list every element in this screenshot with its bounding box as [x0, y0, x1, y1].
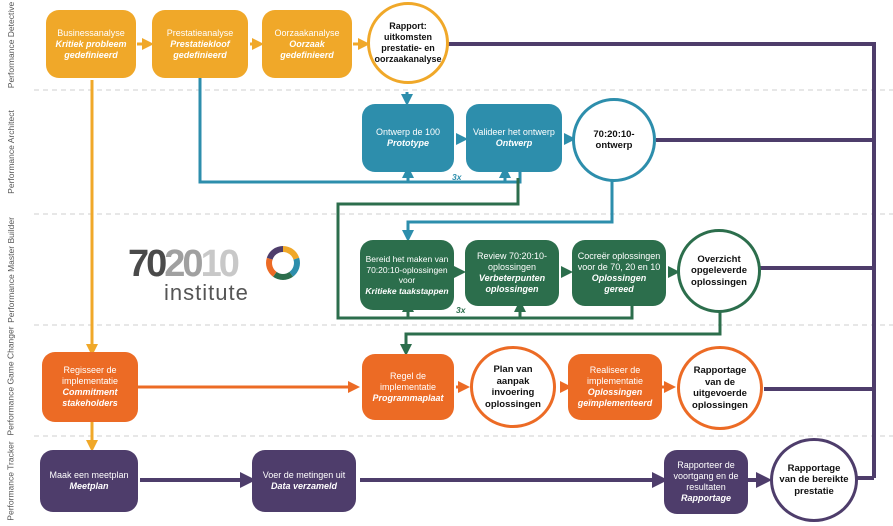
step-title: Bereid het maken van 70:20:10-oplossinge…: [365, 254, 449, 285]
step-realiseer-implementatie[interactable]: Realiseer de implementatie Oplossingen g…: [568, 354, 662, 420]
result-overzicht-oplossingen[interactable]: Overzicht opgeleverde oplossingen: [677, 229, 761, 313]
step-oorzaakanalyse[interactable]: Oorzaakanalyse Oorzaak gedefinieerd: [262, 10, 352, 78]
step-rapporteer-voortgang[interactable]: Rapporteer de voortgang en de resultaten…: [664, 450, 748, 514]
plan-van-aanpak[interactable]: Plan van aanpak invoering oplossingen: [470, 346, 556, 428]
result-rapportage-bereikte-prestatie[interactable]: Rapportage van de bereikte prestatie: [770, 438, 858, 522]
step-valideer-ontwerp[interactable]: Valideer het ontwerp Ontwerp: [466, 104, 562, 172]
step-subtitle: Kritiek probleem gedefinieerd: [55, 38, 127, 60]
step-regisseer-implementatie[interactable]: Regisseer de implementatie Commitment st…: [42, 352, 138, 422]
step-subtitle: Oplossingen gereed: [591, 273, 647, 294]
step-review-oplossingen[interactable]: Review 70:20:10-oplossingen Verbeterpunt…: [465, 240, 559, 306]
step-subtitle: Oplossingen geïmplementeerd: [577, 387, 653, 408]
step-title: Cocreër oplossingen voor de 70, 20 en 10: [577, 251, 661, 272]
step-title: Maak een meetplan: [49, 470, 129, 480]
green-lines: [336, 178, 722, 356]
logo-10: 10: [200, 243, 240, 285]
step-title: Ontwerp de 100: [375, 127, 441, 137]
step-title: Valideer het ontwerp: [473, 127, 555, 137]
step-subtitle: Programmaplaat: [372, 392, 444, 403]
lane-label-master-builder: Performance Master Builder: [6, 216, 17, 323]
logo-70: 70: [128, 243, 167, 285]
yellow-lines: [86, 38, 370, 452]
step-title: Rapporteer de voortgang en de resultaten: [673, 460, 739, 492]
step-title: Regisseer de implementatie: [61, 365, 119, 386]
lane-label-detective: Performance Detective: [6, 1, 17, 89]
step-subtitle: Prototype: [386, 138, 429, 148]
loop-label-architect: 3x: [452, 172, 462, 182]
step-title: Realiseer de implementatie: [586, 365, 644, 386]
702010-institute-logo: 702010 institute: [128, 244, 303, 306]
purple-lines: [140, 42, 876, 488]
step-subtitle: Rapportage: [680, 493, 731, 503]
step-subtitle: Kritieke taakstappen: [365, 285, 449, 296]
step-ontwerp-de-100[interactable]: Ontwerp de 100 Prototype: [362, 104, 454, 172]
result-rapportage-uitgevoerde-oplossingen[interactable]: Rapportage van de uitgevoerde oplossinge…: [677, 346, 763, 430]
step-subtitle: Prestatiekloof gedefinieerd: [170, 38, 230, 60]
step-title: Prestatieanalyse: [166, 27, 234, 38]
lane-separators: [34, 89, 893, 437]
loop-label-builder: 3x: [456, 305, 466, 315]
step-bereid-maken-voor[interactable]: Bereid het maken van 70:20:10-oplossinge…: [360, 240, 454, 310]
result-rapport-analyse[interactable]: Rapport: uitkomsten prestatie- en oorzaa…: [367, 2, 449, 84]
step-title: Oorzaakanalyse: [274, 27, 340, 38]
step-subtitle: Commitment stakeholders: [62, 387, 118, 408]
step-subtitle: Ontwerp: [495, 138, 533, 148]
step-title: Review 70:20:10-oplossingen: [476, 251, 548, 272]
logo-word: institute: [164, 280, 249, 305]
step-maak-meetplan[interactable]: Maak een meetplan Meetplan: [40, 450, 138, 512]
step-prestatieanalyse[interactable]: Prestatieanalyse Prestatiekloof gedefini…: [152, 10, 248, 78]
teal-lines: [198, 78, 614, 242]
logo-numbers: 702010: [128, 243, 240, 285]
step-regel-implementatie[interactable]: Regel de implementatie Programmaplaat: [362, 354, 454, 420]
step-subtitle: Oorzaak gedefinieerd: [280, 38, 334, 60]
result-702010-ontwerp[interactable]: 70:20:10-ontwerp: [572, 98, 656, 182]
lane-label-tracker: Performance Tracker: [6, 441, 16, 521]
step-voer-metingen-uit[interactable]: Voer de metingen uit Data verzameld: [252, 450, 356, 512]
step-title: Voer de metingen uit: [262, 470, 346, 480]
step-title: Businessanalyse: [57, 27, 125, 38]
lane-label-game-changer: Performance Game Changer: [6, 325, 17, 436]
step-subtitle: Data verzameld: [270, 481, 338, 491]
lane-label-architect: Performance Architect: [6, 110, 16, 194]
logo-ring-icon: [266, 246, 300, 280]
step-subtitle: Meetplan: [69, 481, 109, 491]
logo-20: 20: [164, 243, 203, 285]
step-title: Regel de implementatie: [379, 370, 437, 392]
step-subtitle: Verbeterpunten oplossingen: [478, 273, 546, 294]
step-cocreer-oplossingen[interactable]: Cocreër oplossingen voor de 70, 20 en 10…: [572, 240, 666, 306]
step-businessanalyse[interactable]: Businessanalyse Kritiek probleem gedefin…: [46, 10, 136, 78]
